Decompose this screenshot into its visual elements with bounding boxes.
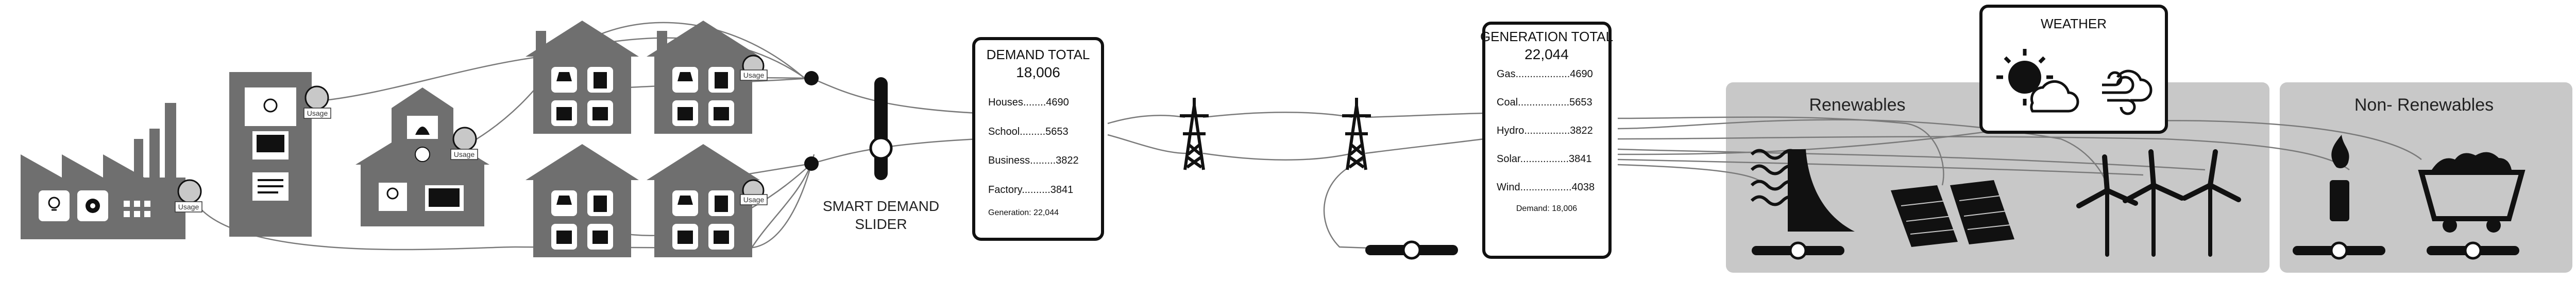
appliance-icon	[594, 196, 607, 212]
picture-icon	[677, 107, 693, 120]
coal-slider-knob[interactable]	[2464, 241, 2482, 260]
picture-icon	[677, 231, 693, 244]
house-3	[526, 144, 639, 257]
tv-icon	[714, 231, 729, 244]
wind-icon	[2102, 69, 2153, 115]
tv-icon	[592, 231, 608, 244]
house-4: Usage	[647, 144, 768, 257]
transmission-tower-1	[1180, 98, 1209, 170]
picture-icon	[556, 231, 572, 244]
house-2: Usage	[647, 21, 768, 134]
lamp-icon	[556, 72, 572, 81]
appliance-icon	[594, 72, 607, 89]
gas-flame-icon	[2330, 135, 2349, 221]
school-usage-dial[interactable]	[304, 85, 329, 110]
bell-icon	[415, 127, 430, 135]
generation-row-coal: Coal..................5653	[1497, 97, 1592, 108]
document-icon	[258, 179, 283, 193]
transmission-slider[interactable]	[1365, 240, 1458, 260]
gear-icon	[86, 199, 100, 213]
houses: Usage Usag	[526, 21, 768, 257]
house-1	[526, 21, 639, 134]
generation-panel: GENERATION TOTAL 22,044 Gas.............…	[1480, 22, 1613, 259]
hydro-slider[interactable]	[1752, 241, 1844, 260]
sun-cloud-icon	[1996, 49, 2079, 113]
generation-total: 22,044	[1524, 46, 1569, 62]
demand-panel: DEMAND TOTAL 18,006 Houses........4690 S…	[972, 37, 1104, 241]
demand-footer: Generation: 22,044	[988, 208, 1059, 217]
hydro-slider-knob[interactable]	[1789, 241, 1807, 260]
coal-cart-icon	[2418, 152, 2526, 233]
hall-usage-label: Usage	[454, 150, 475, 158]
factory-usage-label: Usage	[178, 203, 199, 211]
generation-title: GENERATION TOTAL	[1480, 29, 1613, 44]
tv-icon	[592, 107, 608, 120]
smart-demand-slider[interactable]: SMART DEMAND SLIDER	[823, 77, 939, 232]
school-building: Usage	[229, 72, 331, 237]
lamp-icon	[677, 196, 693, 205]
coal-slider[interactable]	[2427, 241, 2519, 260]
lightbulb-icon	[48, 197, 60, 211]
generation-row-wind: Wind..................4038	[1497, 182, 1595, 193]
generation-row-solar: Solar.................3841	[1497, 153, 1592, 165]
transmission-tower-2	[1342, 98, 1371, 170]
weather-panel: WEATHER	[1979, 5, 2168, 134]
generation-row-hydro: Hydro................3822	[1497, 125, 1593, 136]
tv-icon	[714, 107, 729, 120]
demand-total: 18,006	[1016, 64, 1060, 80]
gas-slider[interactable]	[2293, 241, 2385, 260]
wind-turbine-icon	[2076, 149, 2241, 257]
house-usage-label: Usage	[743, 196, 765, 204]
lamp-icon	[556, 196, 572, 205]
clock-icon	[415, 147, 430, 162]
factory-usage-dial[interactable]	[177, 179, 202, 204]
renewables-title: Renewables	[1809, 95, 1905, 115]
demand-row-business: Business.........3822	[988, 155, 1079, 166]
appliance-icon	[715, 196, 728, 212]
house-usage-label: Usage	[743, 71, 765, 79]
slider-label-line2: SLIDER	[855, 216, 907, 232]
gas-slider-knob[interactable]	[2330, 241, 2348, 260]
town-hall: Usage	[355, 87, 489, 226]
monitor-icon	[429, 188, 460, 207]
lightbulb-icon	[386, 187, 399, 200]
lamp-icon	[677, 72, 693, 81]
junction-top	[804, 71, 819, 85]
slider-label-line1: SMART DEMAND	[823, 198, 939, 214]
hydro-dam-icon	[1750, 149, 1855, 232]
solar-panel-icon	[1891, 180, 2014, 247]
appliance-icon	[715, 72, 728, 89]
non-renewables-title: Non- Renewables	[2354, 95, 2494, 115]
monitor-icon	[257, 135, 284, 152]
school-usage-label: Usage	[307, 109, 328, 117]
demand-row-factory: Factory..........3841	[988, 184, 1073, 196]
demand-title: DEMAND TOTAL	[987, 47, 1090, 62]
lightbulb-icon	[263, 98, 278, 113]
hall-usage-dial[interactable]	[452, 127, 477, 151]
slider-knob[interactable]	[869, 136, 893, 160]
demand-row-school: School.........5653	[988, 126, 1069, 137]
demand-row-houses: Houses........4690	[988, 97, 1069, 108]
slider-track[interactable]	[874, 77, 888, 180]
weather-title: WEATHER	[2041, 16, 2107, 31]
picture-icon	[556, 107, 572, 120]
junction-bottom	[804, 156, 819, 171]
generation-row-gas: Gas...................4690	[1497, 68, 1593, 80]
factory: Usage	[21, 103, 202, 239]
transmission-slider-knob[interactable]	[1402, 240, 1421, 260]
generation-footer: Demand: 18,006	[1516, 204, 1577, 213]
